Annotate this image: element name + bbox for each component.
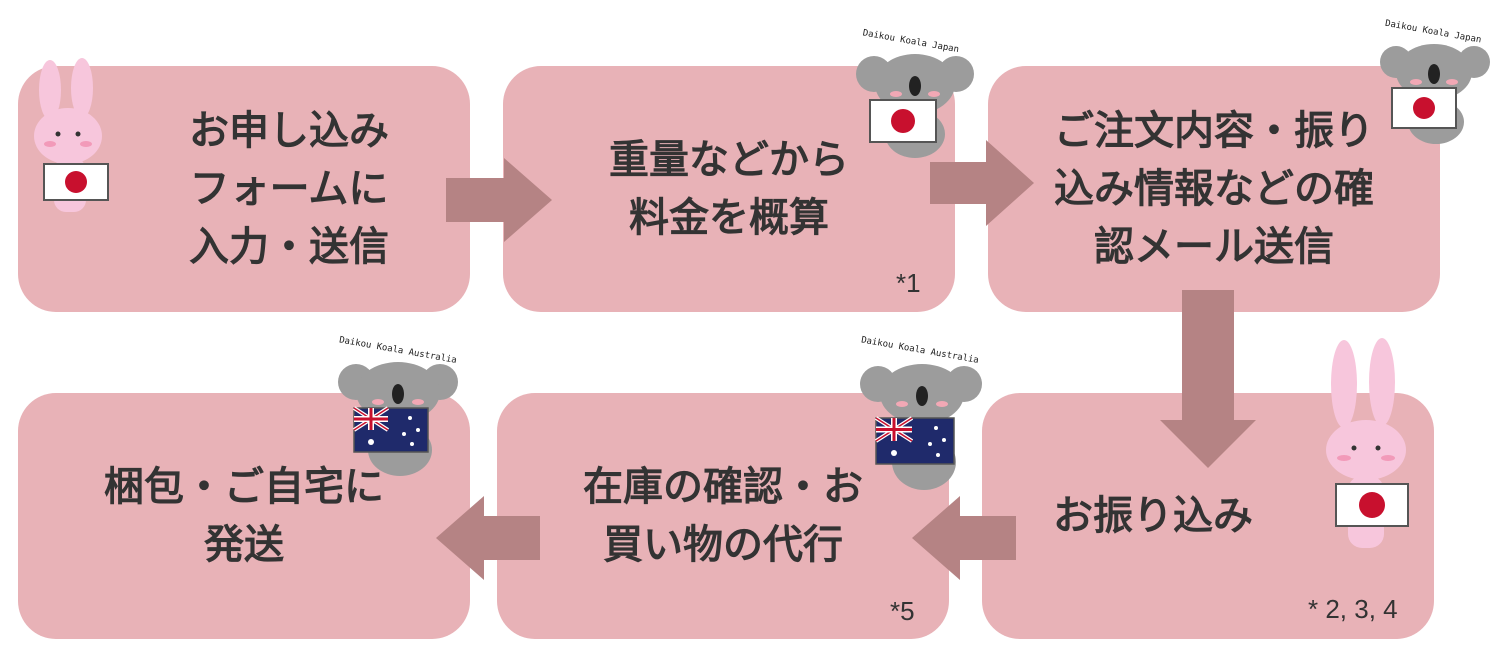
arrow-left-2 xyxy=(436,496,540,580)
step-5-box: 在庫の確認・お 買い物の代行 xyxy=(497,393,949,639)
step-3-box: ご注文内容・振り 込み情報などの確 認メール送信 xyxy=(988,66,1440,312)
step-3-text: ご注文内容・振り 込み情報などの確 認メール送信 xyxy=(1054,108,1374,270)
bunny-japan-flag-icon xyxy=(34,58,109,212)
step-5-footnote: *5 xyxy=(890,596,915,626)
koala-australia-flag-icon: Daikou Koala Australia xyxy=(338,335,458,476)
koala-japan-flag-icon: Daikou Koala Japan xyxy=(856,28,974,158)
arrow-right-1 xyxy=(446,158,552,242)
koala-japan-caption-2: Daikou Koala Japan xyxy=(1384,19,1482,46)
koala-australia-flag-icon-2: Daikou Koala Australia xyxy=(860,335,982,490)
step-5-text: 在庫の確認・お 買い物の代行 xyxy=(583,464,863,568)
arrow-right-2 xyxy=(930,140,1034,226)
step-4-text: お振り込み xyxy=(1053,493,1253,539)
arrow-down xyxy=(1160,290,1256,468)
step-4-footnote: * 2, 3, 4 xyxy=(1308,594,1398,624)
koala-australia-caption-2: Daikou Koala Australia xyxy=(860,335,979,366)
step-2-footnote: *1 xyxy=(896,268,921,298)
step-2-text: 重量などから 料金を概算 xyxy=(609,137,849,241)
step-1-text: お申し込み フォームに 入力・送信 xyxy=(189,108,389,270)
koala-japan-caption: Daikou Koala Japan xyxy=(862,28,960,55)
koala-japan-flag-icon-2: Daikou Koala Japan xyxy=(1380,19,1490,144)
arrow-left-1 xyxy=(912,496,1016,580)
koala-australia-caption: Daikou Koala Australia xyxy=(338,335,457,366)
step-6-text: 梱包・ご自宅に 発送 xyxy=(104,464,384,568)
step-2-box: 重量などから 料金を概算 xyxy=(503,66,955,312)
bunny-japan-flag-icon-2 xyxy=(1326,338,1409,548)
